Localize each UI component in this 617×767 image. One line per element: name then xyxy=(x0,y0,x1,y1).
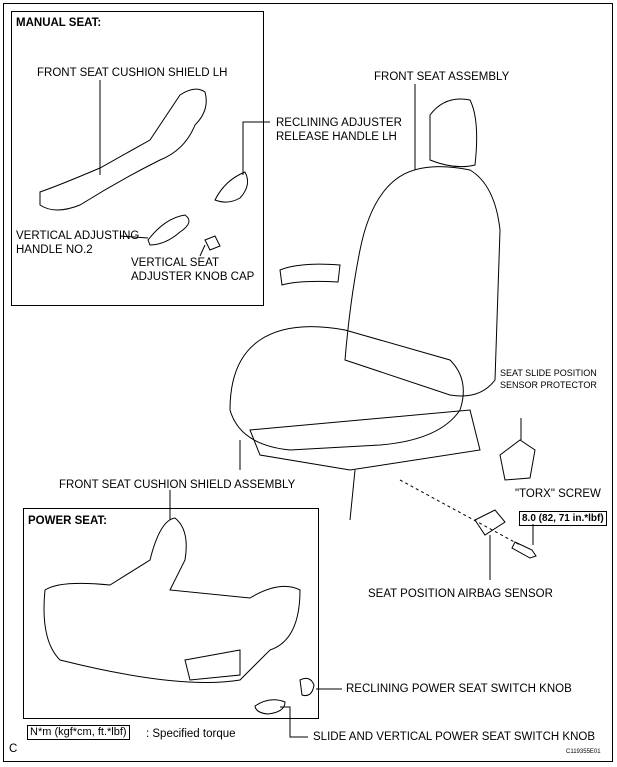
label-airbag-sensor: SEAT POSITION AIRBAG SENSOR xyxy=(368,588,553,600)
vertical-handle-part xyxy=(147,214,190,246)
label-vertical-handle-1: VERTICAL ADJUSTING xyxy=(16,230,140,242)
airbag-sensor-part xyxy=(474,509,506,536)
power-seat-panel xyxy=(23,508,319,719)
reclining-handle-part xyxy=(214,171,249,203)
manual-seat-panel xyxy=(11,11,264,306)
label-reclining-handle-1: RECLINING ADJUSTER xyxy=(276,117,402,129)
label-knob-cap-2: ADJUSTER KNOB CAP xyxy=(131,271,255,283)
torx-screw-part xyxy=(511,541,537,559)
label-slide-knob: SLIDE AND VERTICAL POWER SEAT SWITCH KNO… xyxy=(313,731,596,743)
front-seat-assembly-part xyxy=(229,98,501,521)
label-front-seat-assembly: FRONT SEAT ASSEMBLY xyxy=(374,71,510,83)
label-torx-screw: "TORX" SCREW xyxy=(515,488,601,500)
legend-torque-desc: : Specified torque xyxy=(146,728,236,740)
cushion-shield-assembly-part xyxy=(43,517,301,683)
cushion-shield-lh-part xyxy=(39,88,207,211)
torque-spec-box: 8.0 (82, 71 in.*lbf) xyxy=(519,511,607,526)
reclining-knob-part xyxy=(299,677,315,696)
label-cushion-shield-lh: FRONT SEAT CUSHION SHIELD LH xyxy=(37,67,228,79)
label-reclining-knob: RECLINING POWER SEAT SWITCH KNOB xyxy=(346,683,572,695)
power-seat-title: POWER SEAT: xyxy=(28,515,108,527)
corner-letter: C xyxy=(9,743,18,755)
figure-frame xyxy=(3,3,613,762)
label-cushion-shield-assembly: FRONT SEAT CUSHION SHIELD ASSEMBLY xyxy=(59,479,296,491)
slide-knob-part xyxy=(254,699,286,715)
manual-seat-title: MANUAL SEAT: xyxy=(16,17,102,29)
figure-id: C119355E01 xyxy=(566,749,601,755)
sensor-protector-part xyxy=(499,439,536,481)
label-knob-cap-1: VERTICAL SEAT xyxy=(131,257,219,269)
label-sensor-protector-1: SEAT SLIDE POSITION xyxy=(500,368,597,378)
label-sensor-protector-2: SENSOR PROTECTOR xyxy=(500,380,597,390)
legend-torque-units: N*m (kgf*cm, ft.*lbf) xyxy=(27,725,130,740)
knob-cap-part xyxy=(204,235,221,251)
label-vertical-handle-2: HANDLE NO.2 xyxy=(16,244,93,256)
label-reclining-handle-2: RELEASE HANDLE LH xyxy=(276,131,397,143)
